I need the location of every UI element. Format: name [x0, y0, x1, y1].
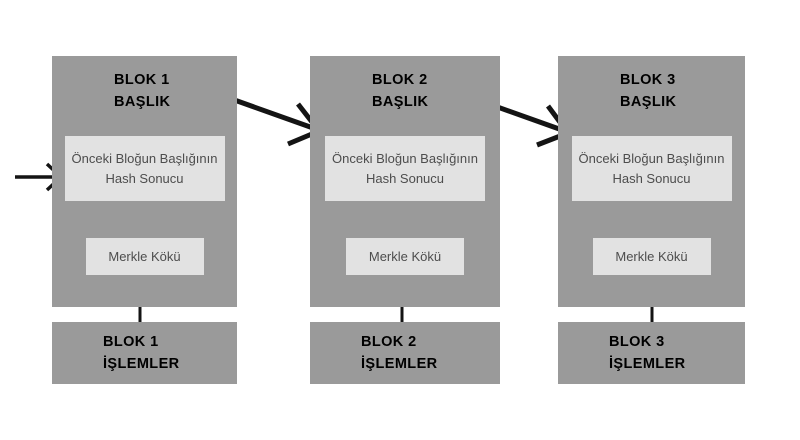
block3-prev-hash-line1: Önceki Bloğun Başlığının [578, 150, 725, 166]
block2-transactions-label: BLOK 2 İŞLEMLER [361, 331, 438, 375]
block1-tx-line2: İŞLEMLER [103, 356, 180, 372]
block1-title: BLOK 1 BAŞLIK [114, 69, 170, 113]
block3-tx-line1: BLOK 3 [609, 334, 665, 350]
block1-prev-hash-line1: Önceki Bloğun Başlığının [71, 150, 218, 166]
block3-title: BLOK 3 BAŞLIK [620, 69, 676, 113]
block3-prev-hash-line2: Hash Sonucu [612, 170, 691, 186]
block2-prev-hash-line1: Önceki Bloğun Başlığının [332, 150, 478, 166]
block2-title: BLOK 2 BAŞLIK [372, 69, 428, 113]
block1-prev-hash-box: Önceki Bloğun Başlığının Hash Sonucu [64, 136, 225, 201]
block2-transactions: BLOK 2 İŞLEMLER [310, 322, 500, 384]
block3-transactions-label: BLOK 3 İŞLEMLER [609, 331, 686, 375]
block1-title-line1: BLOK 1 [114, 72, 170, 88]
block3-merkle-root-box: Merkle Kökü [592, 238, 711, 275]
block1-tx-line1: BLOK 1 [103, 334, 159, 350]
block1-prev-hash-line2: Hash Sonucu [105, 170, 184, 186]
block3-tx-line2: İŞLEMLER [609, 356, 686, 372]
block3-title-line2: BAŞLIK [620, 94, 677, 110]
block2-tx-line2: İŞLEMLER [361, 356, 438, 372]
block2-title-line2: BAŞLIK [372, 94, 429, 110]
block2-header: BLOK 2 BAŞLIK Önceki Bloğun Başlığının H… [310, 56, 500, 307]
block2-title-line1: BLOK 2 [372, 72, 428, 88]
block3-title-line1: BLOK 3 [620, 72, 676, 88]
block2-tx-line1: BLOK 2 [361, 334, 417, 350]
block1-transactions: BLOK 1 İŞLEMLER [52, 322, 237, 384]
block2-prev-hash-box: Önceki Bloğun Başlığının Hash Sonucu [325, 136, 485, 201]
block1-transactions-label: BLOK 1 İŞLEMLER [103, 331, 180, 375]
block1-title-line2: BAŞLIK [114, 94, 171, 110]
block1-header: BLOK 1 BAŞLIK Önceki Bloğun Başlığının H… [52, 56, 237, 307]
block2-prev-hash-line2: Hash Sonucu [365, 170, 445, 186]
block3-transactions: BLOK 3 İŞLEMLER [558, 322, 745, 384]
block2-merkle-root-box: Merkle Kökü [346, 238, 464, 275]
block3-prev-hash-box: Önceki Bloğun Başlığının Hash Sonucu [571, 136, 732, 201]
block2-merkle-label: Merkle Kökü [368, 249, 442, 264]
block3-merkle-label: Merkle Kökü [615, 249, 688, 264]
block3-header: BLOK 3 BAŞLIK Önceki Bloğun Başlığının H… [558, 56, 745, 307]
block1-merkle-root-box: Merkle Kökü [85, 238, 204, 275]
block1-merkle-label: Merkle Kökü [108, 249, 181, 264]
